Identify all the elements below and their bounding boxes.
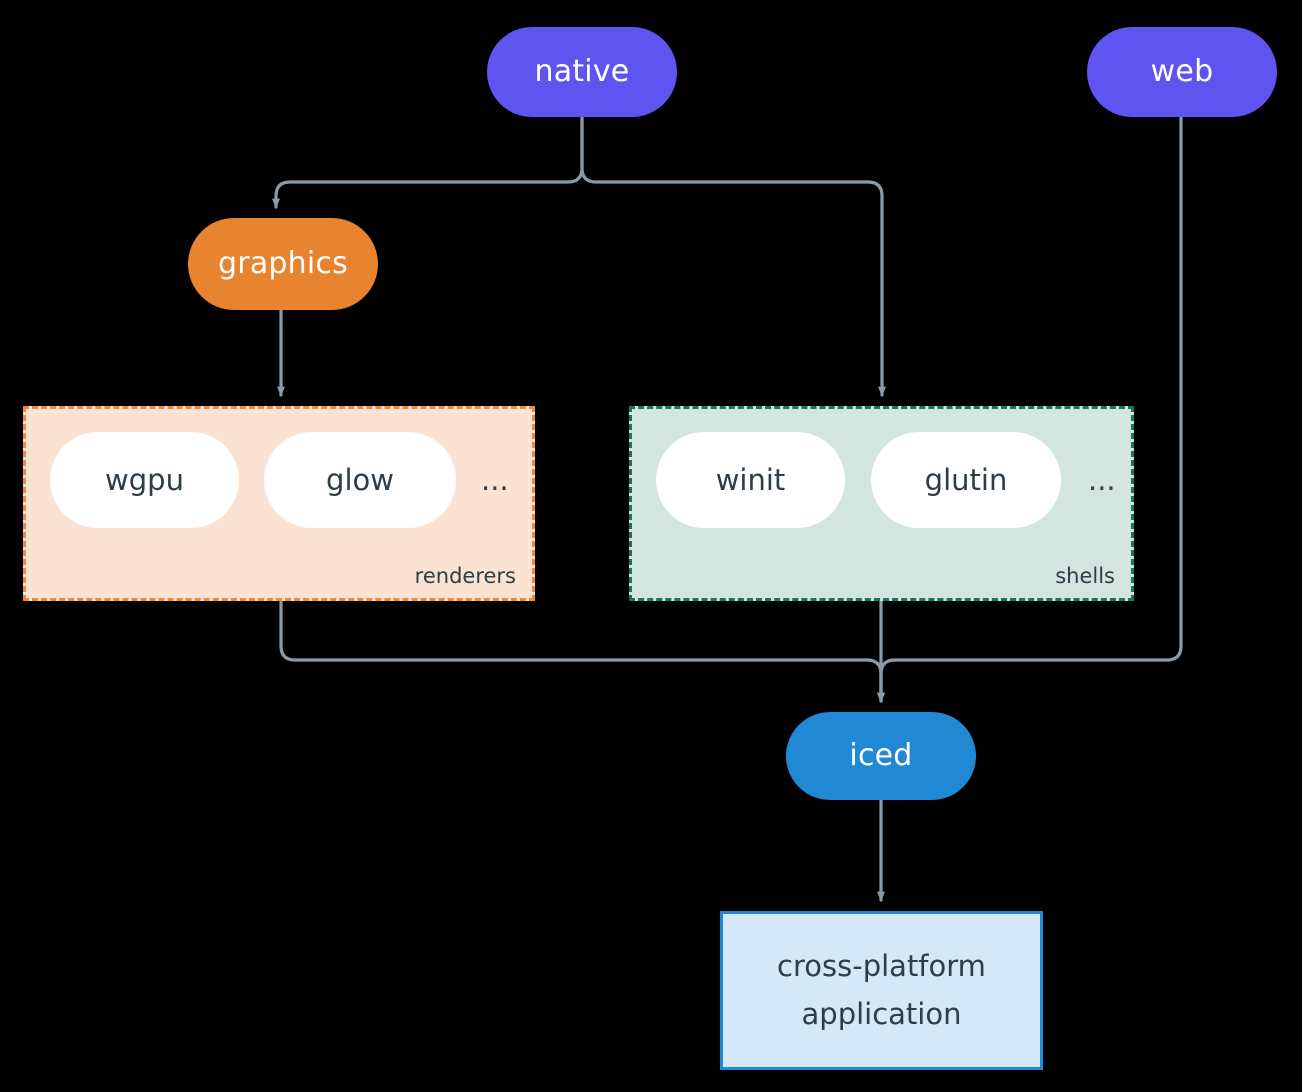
application-label-line-2: application (801, 996, 962, 1031)
node-winit[interactable]: winit (656, 432, 845, 528)
edge-native-to-graphics (272, 115, 584, 209)
node-glow[interactable]: glow (264, 432, 456, 528)
node-web[interactable]: web (1087, 27, 1277, 117)
node-native[interactable]: native (487, 27, 677, 117)
edge-native-to-shells (580, 115, 886, 397)
node-wgpu[interactable]: wgpu (50, 432, 239, 528)
node-cross-platform-application[interactable]: cross-platform application (720, 911, 1043, 1070)
node-iced[interactable]: iced (786, 712, 976, 800)
application-label-line-1: cross-platform (777, 948, 986, 983)
renderers-overflow-ellipsis: ... (481, 463, 509, 497)
node-graphics[interactable]: graphics (188, 218, 378, 310)
cluster-renderers-label: renderers (414, 564, 516, 588)
node-glutin[interactable]: glutin (871, 432, 1061, 528)
shells-overflow-ellipsis: ... (1088, 463, 1116, 497)
cluster-shells-label: shells (1055, 564, 1115, 588)
edge-renderers-to-iced (279, 599, 885, 703)
